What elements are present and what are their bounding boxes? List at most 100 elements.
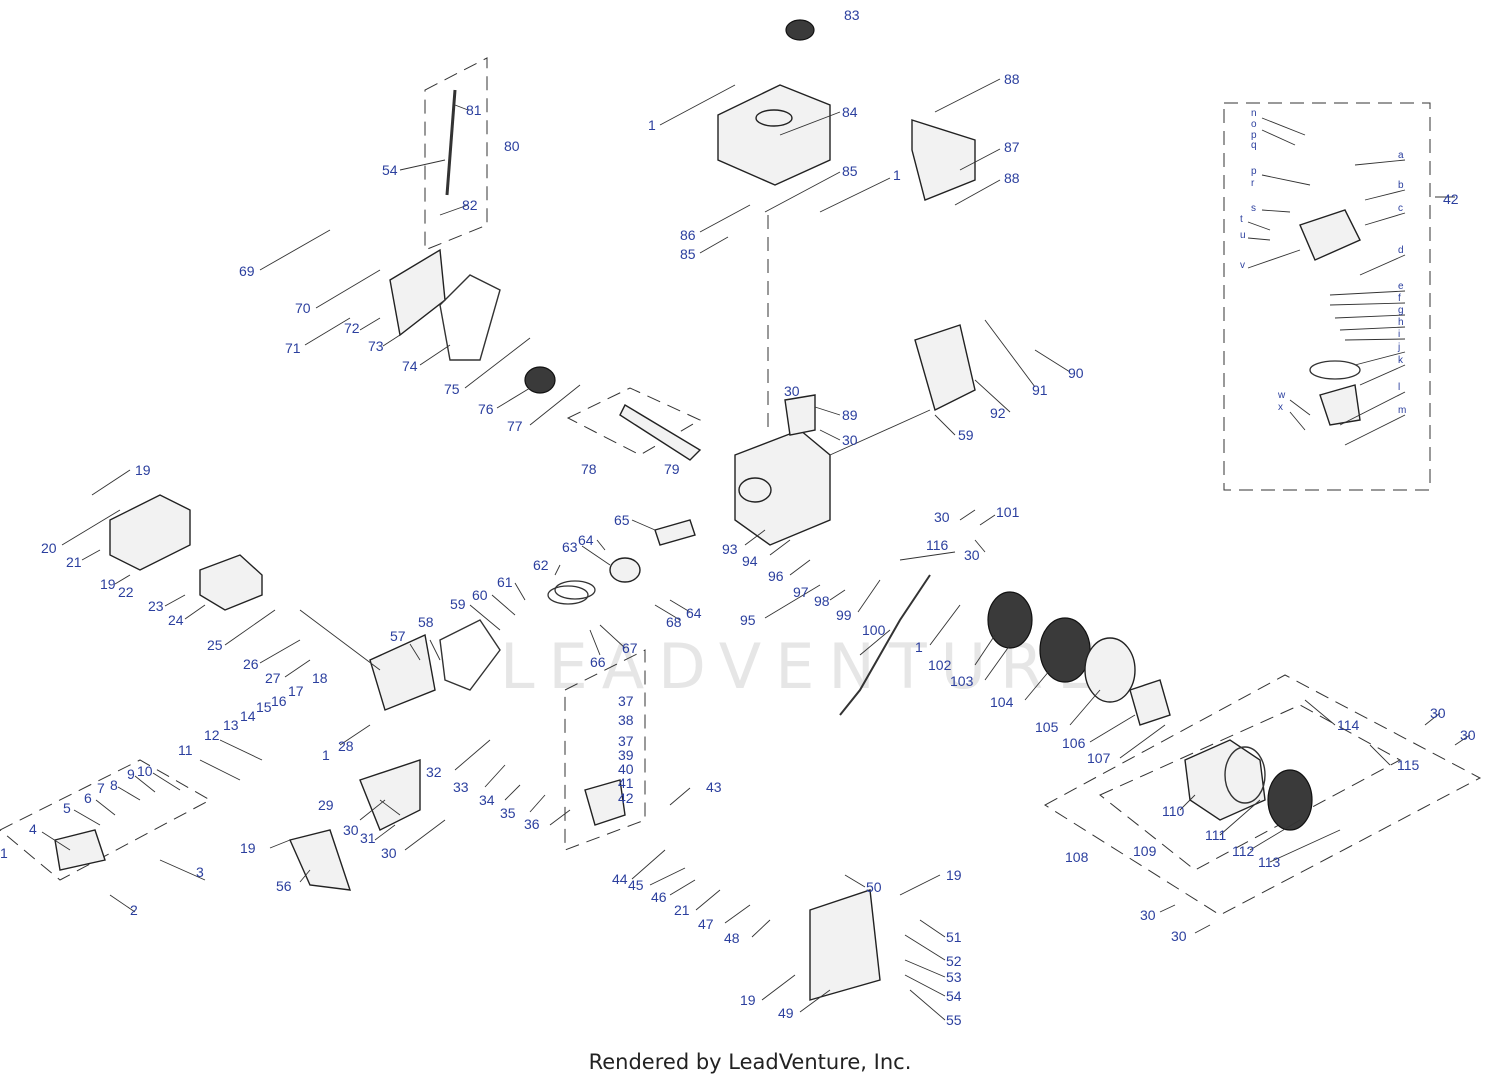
callout-label: 112: [1232, 843, 1255, 859]
callout-label: 9: [127, 766, 135, 782]
callout-label: 100: [862, 622, 886, 638]
carb-callout-label: l: [1398, 382, 1400, 393]
callout-label: 25: [207, 637, 223, 653]
callout-label: 37: [618, 733, 634, 749]
callout-label: 71: [285, 340, 301, 356]
callout-label: 95: [740, 612, 756, 628]
callout-label: 42: [1443, 191, 1459, 207]
carb-callout-label: e: [1398, 281, 1404, 292]
callout-label: 65: [614, 512, 630, 528]
callout-label: 19: [946, 867, 962, 883]
callout-label: 72: [344, 320, 360, 336]
callout-label: 29: [318, 797, 334, 813]
callout-label: 59: [450, 596, 466, 612]
callout-label: 76: [478, 401, 494, 417]
carb-callout-label: k: [1398, 355, 1404, 366]
callout-label: 19: [100, 576, 116, 592]
callout-label: 97: [793, 584, 809, 600]
callout-label: 21: [674, 902, 690, 918]
callout-label: 64: [686, 605, 702, 621]
callout-label: 1: [322, 747, 330, 763]
carb-callout-label: j: [1397, 342, 1400, 353]
callout-label: 86: [680, 227, 696, 243]
carb-callout-label: q: [1251, 140, 1257, 151]
callout-label: 34: [479, 792, 495, 808]
callout-label: 115: [1397, 757, 1420, 773]
callout-label: 39: [618, 747, 634, 763]
carb-callout-label: x: [1278, 402, 1283, 413]
callout-label: 28: [338, 738, 354, 754]
callout-label: 87: [1004, 139, 1020, 155]
callout-label: 24: [168, 612, 184, 628]
callout-label: 105: [1035, 719, 1059, 735]
callout-label: 85: [842, 163, 858, 179]
callout-label: 18: [312, 670, 328, 686]
carb-callout-label: p: [1251, 166, 1257, 177]
callout-label: 1: [915, 639, 923, 655]
callout-label: 74: [402, 358, 418, 374]
callout-label: 30: [381, 845, 397, 861]
callout-label: 44: [612, 871, 628, 887]
callout-label: 36: [524, 816, 540, 832]
callout-label: 104: [990, 694, 1014, 710]
callout-label: 54: [946, 988, 962, 1004]
callout-label: 3: [196, 864, 204, 880]
callout-label: 83: [844, 7, 860, 23]
callout-label: 43: [706, 779, 722, 795]
callout-label: 91: [1032, 382, 1048, 398]
callout-label: 15: [256, 699, 272, 715]
callout-label: 41: [618, 775, 634, 791]
callout-label: 73: [368, 338, 384, 354]
callout-label: 101: [996, 504, 1020, 520]
callout-label: 19: [135, 462, 151, 478]
callout-label: 42: [618, 790, 634, 806]
callout-label: 1: [0, 845, 8, 861]
carb-callout-label: d: [1398, 245, 1404, 256]
callout-label: 19: [740, 992, 756, 1008]
callout-label: 27: [265, 670, 281, 686]
callout-label: 16: [271, 693, 287, 709]
callout-label: 52: [946, 953, 962, 969]
callout-label: 30: [1171, 928, 1187, 944]
callout-label: 30: [1460, 727, 1476, 743]
callout-label: 48: [724, 930, 740, 946]
callout-label: 37: [618, 693, 634, 709]
callout-label: 17: [288, 683, 304, 699]
callout-label: 40: [618, 761, 634, 777]
callout-label: 61: [497, 574, 513, 590]
callout-label: 63: [562, 539, 578, 555]
callout-label: 1: [893, 167, 901, 183]
callout-label: 66: [590, 654, 606, 670]
carb-callout-label: m: [1398, 405, 1406, 416]
callout-label: 30: [1140, 907, 1156, 923]
carb-callout-label: b: [1398, 180, 1404, 191]
carb-callout-label: n: [1251, 108, 1257, 119]
carb-callout-label: r: [1251, 178, 1255, 189]
callout-label: 22: [118, 584, 134, 600]
carb-detail-leaders: [1247, 117, 1406, 446]
carb-callout-label: w: [1277, 390, 1286, 401]
callout-label: 98: [814, 593, 830, 609]
carb-callout-label: i: [1398, 329, 1400, 340]
callout-label: 14: [240, 708, 256, 724]
callout-label: 84: [842, 104, 858, 120]
callout-label: 56: [276, 878, 292, 894]
callout-label: 49: [778, 1005, 794, 1021]
callout-label: 68: [666, 614, 682, 630]
callout-label: 102: [928, 657, 952, 673]
callout-label: 2: [130, 902, 138, 918]
leader-lines: [41, 78, 1471, 1021]
callout-label: 53: [946, 969, 962, 985]
callout-label: 81: [466, 102, 482, 118]
callout-label: 88: [1004, 71, 1020, 87]
callout-label: 88: [1004, 170, 1020, 186]
callout-label: 5: [63, 800, 71, 816]
callout-label: 80: [504, 138, 520, 154]
callout-label: 93: [722, 541, 738, 557]
callout-label: 69: [239, 263, 255, 279]
callout-label: 54: [382, 162, 398, 178]
callout-label: 23: [148, 598, 164, 614]
callout-label: 90: [1068, 365, 1084, 381]
callout-label: 1: [648, 117, 656, 133]
